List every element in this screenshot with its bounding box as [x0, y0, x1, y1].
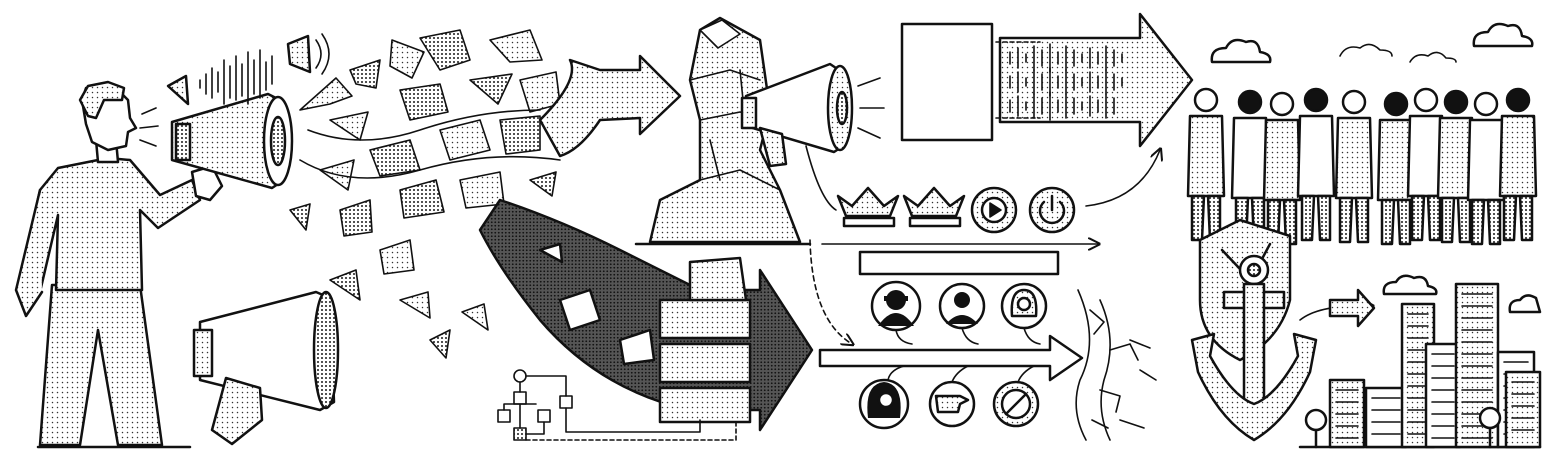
curved-line — [805, 145, 837, 211]
building — [1328, 378, 1366, 449]
crown-icon — [902, 186, 966, 228]
building — [1504, 370, 1542, 449]
cloud-icon — [1472, 22, 1534, 48]
sound-wave-arrow — [995, 12, 1194, 148]
empty-bar — [858, 250, 1060, 276]
person-figure — [1466, 91, 1506, 246]
crown-icon — [836, 186, 900, 228]
power-button-icon — [1028, 186, 1076, 234]
cloud-icon — [1409, 51, 1457, 63]
pointing-hand-icon — [928, 365, 976, 428]
person-figure — [1296, 87, 1336, 242]
megaphone-on-pillar — [740, 62, 885, 168]
cloud-icon — [1508, 294, 1542, 314]
person-figure — [1376, 91, 1416, 246]
blank-rectangle — [900, 22, 994, 142]
person-figure — [1436, 89, 1476, 244]
gradient-arrow — [818, 334, 1084, 382]
tree-icon — [1478, 406, 1502, 449]
flowchart-icon — [497, 369, 737, 441]
building — [1364, 386, 1408, 449]
city-skyline — [1298, 282, 1542, 449]
dotted-arrow-upper — [538, 54, 682, 158]
woman-avatar-icon — [858, 365, 910, 430]
shattered-fragments — [289, 29, 561, 359]
person-figure — [1498, 87, 1538, 242]
prohibited-sign-icon — [992, 365, 1040, 428]
person-with-megaphone — [14, 33, 330, 449]
arrow-icon — [1328, 288, 1376, 328]
waveform-icon — [199, 49, 273, 105]
person-figure — [1262, 91, 1302, 246]
dashed-connector — [809, 239, 852, 344]
woman-avatar-icon — [1000, 282, 1048, 345]
cloud-icon — [1339, 43, 1393, 57]
person-figure — [1186, 87, 1226, 242]
tree-icon — [1304, 408, 1328, 449]
curved-arrow — [1085, 150, 1160, 207]
cracked-path — [1075, 289, 1157, 441]
anchor-icon — [1190, 254, 1318, 442]
cloud-icon — [1210, 38, 1272, 64]
broken-stone-pillar — [634, 16, 812, 246]
person-figure — [1230, 89, 1270, 244]
person-figure — [1334, 89, 1374, 244]
stacked-blocks — [658, 256, 752, 424]
masked-person-icon — [870, 280, 922, 345]
play-button-icon — [970, 186, 1018, 234]
person-avatar-icon — [938, 282, 986, 345]
megaphone-icon — [192, 290, 340, 446]
building — [1424, 342, 1462, 449]
cloud-icon — [1382, 274, 1438, 296]
